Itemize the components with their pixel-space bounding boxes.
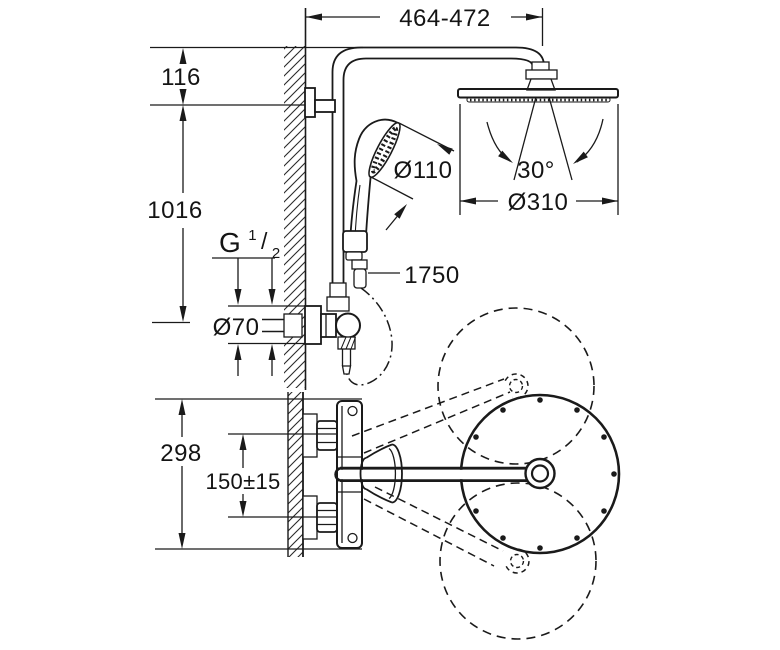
dim-head-diameter-label: Ø310 bbox=[508, 189, 569, 216]
dim-riser-height: 1016 bbox=[147, 105, 202, 324]
thread-size-callout: G 1 / 2 bbox=[212, 227, 280, 376]
spray-angle-label: 30° bbox=[517, 157, 555, 184]
dim-riser-height-label: 1016 bbox=[147, 197, 202, 224]
plan-shower-arm bbox=[334, 466, 538, 483]
dim-head-diameter: Ø310 bbox=[459, 104, 619, 216]
shower-arm bbox=[361, 46, 545, 68]
plan-arm-ball-joint bbox=[524, 457, 556, 490]
plan-view-drawing: 298 150±15 bbox=[155, 307, 621, 640]
dim-arm-drop: 116 bbox=[150, 46, 363, 106]
dim-rosette-diameter: Ø70 bbox=[213, 305, 305, 345]
plan-hand-shower bbox=[359, 443, 403, 504]
shower-hose bbox=[345, 287, 393, 386]
spray-angle-callout: 30° bbox=[486, 118, 604, 184]
plan-swivel-range bbox=[351, 307, 597, 640]
plan-wall-section bbox=[287, 392, 304, 557]
dim-projection-label: 150±15 bbox=[205, 469, 280, 494]
dim-total-depth: 298 bbox=[155, 398, 362, 550]
thermostat-valve bbox=[262, 282, 361, 375]
dim-total-depth-label: 298 bbox=[160, 440, 202, 467]
dim-width-range: 464-472 bbox=[306, 5, 544, 46]
nozzle-marks bbox=[473, 397, 617, 551]
dim-width-range-label: 464-472 bbox=[399, 5, 491, 32]
side-view-drawing: 464-472 116 1016 bbox=[147, 5, 619, 390]
dim-arm-drop-label: 116 bbox=[161, 64, 201, 91]
dim-projection: 150±15 bbox=[205, 433, 336, 518]
hand-shower-holder bbox=[342, 230, 368, 289]
thread-size-label: G 1 / 2 bbox=[219, 227, 280, 262]
hose-length-label: 1750 bbox=[404, 262, 459, 289]
dim-hand-shower-diameter-label: Ø110 bbox=[394, 157, 453, 184]
dim-rosette-diameter-label: Ø70 bbox=[213, 314, 260, 341]
dim-hand-shower-diameter: Ø110 bbox=[368, 122, 455, 231]
hose-length-callout: 1750 bbox=[368, 262, 459, 289]
head-shower bbox=[457, 61, 619, 181]
wall-bracket bbox=[304, 87, 336, 118]
